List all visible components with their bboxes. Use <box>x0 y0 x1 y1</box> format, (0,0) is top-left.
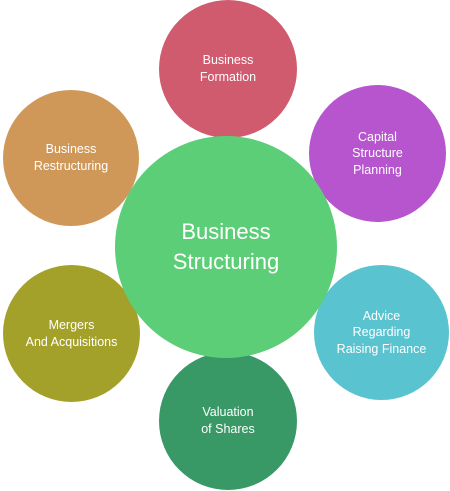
node-label: Business Formation <box>199 53 257 84</box>
center-node-business-structuring: Business Structuring <box>115 136 337 358</box>
node-business-restructuring: Business Restructuring <box>3 90 139 226</box>
node-label: Valuation of Shares <box>201 405 255 436</box>
node-label: Mergers And Acquisitions <box>25 317 118 349</box>
node-business-formation: Business Formation <box>159 0 297 138</box>
node-mergers-acquisitions: Mergers And Acquisitions <box>3 265 140 402</box>
node-label: Capital Structure Planning <box>352 129 403 177</box>
center-label: Business Structuring <box>172 219 280 274</box>
node-advice-raising-finance: Advice Regarding Raising Finance <box>314 265 449 400</box>
node-capital-structure-planning: Capital Structure Planning <box>309 85 446 222</box>
node-label: Business Restructuring <box>33 142 109 173</box>
node-label: Advice Regarding Raising Finance <box>336 308 427 356</box>
node-valuation-of-shares: Valuation of Shares <box>159 352 297 490</box>
